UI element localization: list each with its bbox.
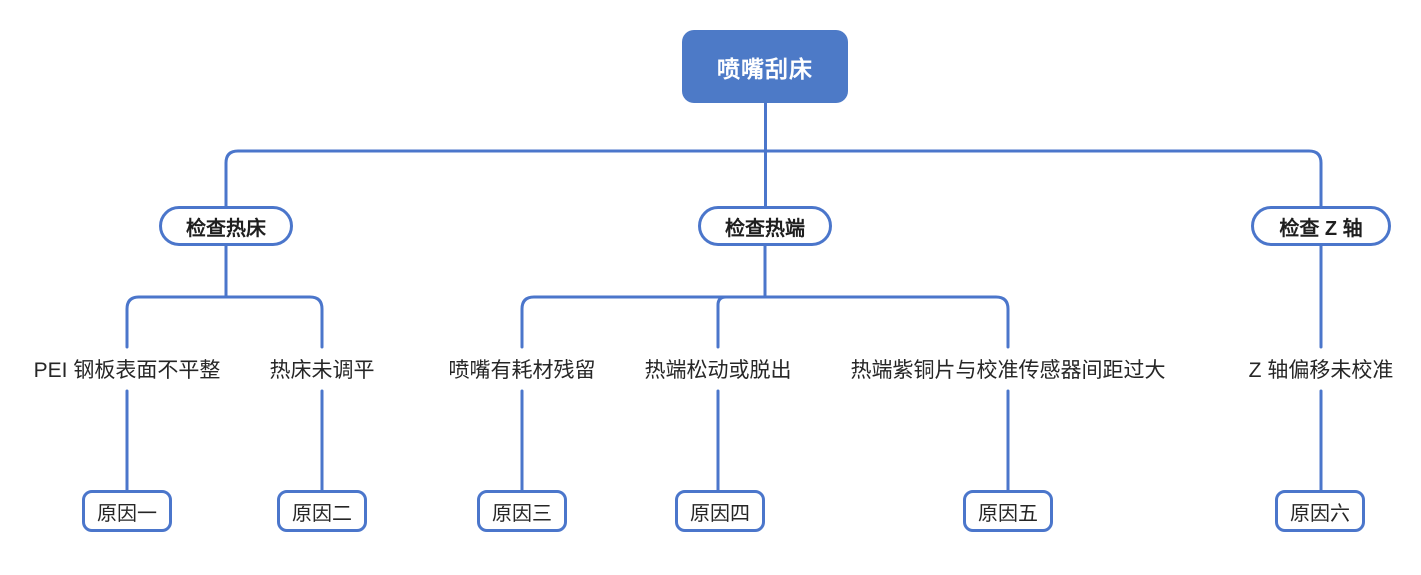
connector-hotbed-to-cause2	[224, 295, 324, 349]
connector-root-to-hotbed	[224, 149, 767, 208]
cause-box-6: 原因六	[1275, 490, 1365, 532]
leaf-pei-plate-uneven: PEI 钢板表面不平整	[33, 359, 221, 382]
connector-root-to-zaxis	[764, 149, 1323, 208]
cause-box-3: 原因三	[477, 490, 567, 532]
connector-hotend-to-cause4	[716, 295, 767, 349]
node-root: 喷嘴刮床	[682, 30, 848, 103]
connector-hotbed-to-cause1	[125, 295, 228, 349]
cause-box-1: 原因一	[82, 490, 172, 532]
leaf-hotend-loose: 热端松动或脱出	[644, 359, 792, 382]
cause-box-5: 原因五	[963, 490, 1053, 532]
connector-hotend-to-cause5	[763, 295, 1010, 349]
cause-box-2: 原因二	[277, 490, 367, 532]
leaf-z-offset-uncalibrated: Z 轴偏移未校准	[1248, 359, 1394, 382]
node-check-hotend: 检查热端	[698, 206, 832, 246]
cause-box-4: 原因四	[675, 490, 765, 532]
node-check-hotbed: 检查热床	[159, 206, 293, 246]
leaf-nozzle-residue: 喷嘴有耗材残留	[448, 359, 596, 382]
node-check-z-axis: 检查 Z 轴	[1251, 206, 1391, 246]
leaf-bed-not-leveled: 热床未调平	[269, 359, 375, 382]
leaf-copper-sensor-gap: 热端紫铜片与校准传感器间距过大	[850, 359, 1166, 382]
connector-hotend-to-cause3	[520, 295, 767, 349]
